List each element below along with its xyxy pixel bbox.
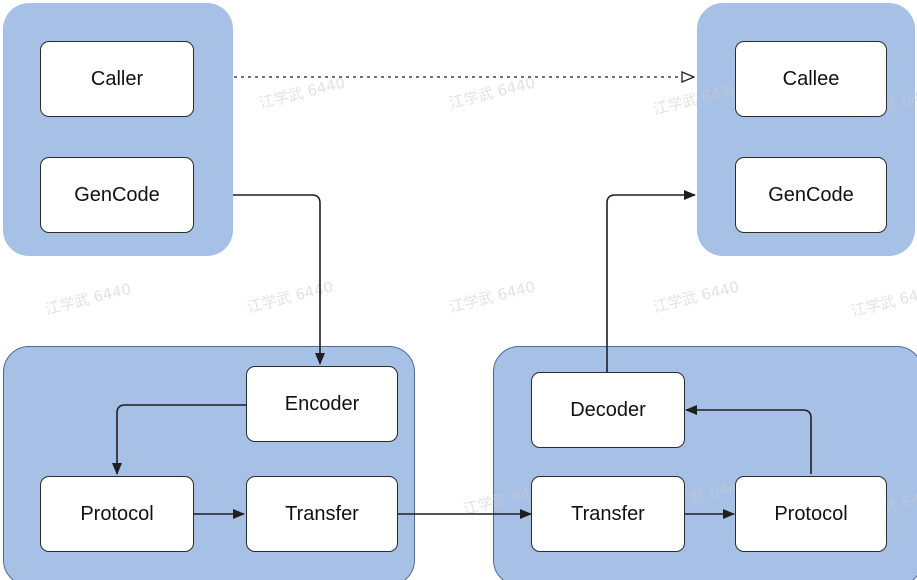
watermark: 江学武 6440 [447, 277, 537, 317]
watermark: 江学武 6440 [43, 279, 133, 319]
protocol-left-node: Protocol [40, 476, 194, 552]
protocol-right-node: Protocol [735, 476, 887, 552]
caller-node: Caller [40, 41, 194, 117]
caller-gencode-node: GenCode [40, 157, 194, 233]
watermark: 江学武 6440 [257, 73, 347, 113]
encoder-node: Encoder [246, 366, 398, 442]
transfer-right-node: Transfer [531, 476, 685, 552]
decoder-node: Decoder [531, 372, 685, 448]
callee-node: Callee [735, 41, 887, 117]
watermark: 江学武 6440 [447, 73, 537, 113]
watermark: 江学武 6440 [849, 281, 917, 321]
watermark: 江学武 6440 [245, 277, 335, 317]
edge-gencode-to-encoder [233, 194, 325, 365]
callee-gencode-node: GenCode [735, 157, 887, 233]
transfer-left-node: Transfer [246, 476, 398, 552]
watermark: 江学武 6440 [651, 277, 741, 317]
